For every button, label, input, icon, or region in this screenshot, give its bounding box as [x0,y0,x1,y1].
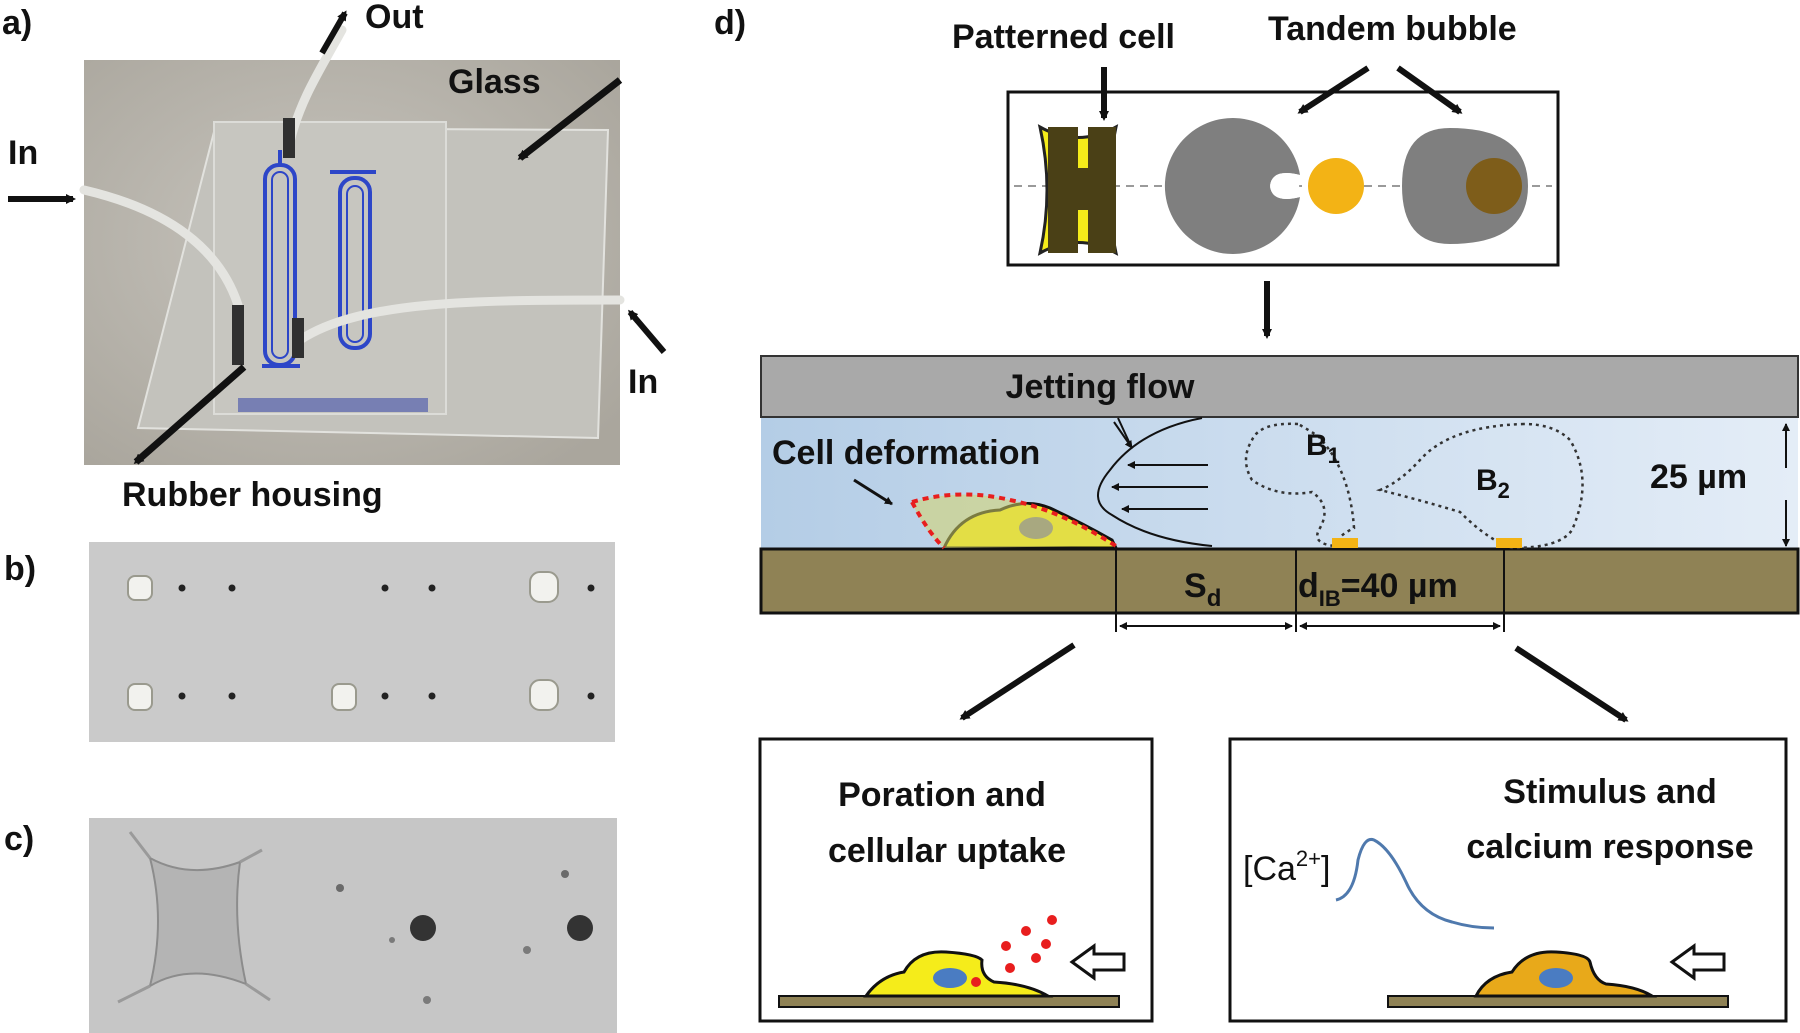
stimulated-nucleus [1539,968,1573,988]
bubble-b2 [1375,422,1584,550]
poration-substrate [778,995,1120,1008]
b1-label: B1 [1306,429,1340,468]
device-photo [79,25,625,465]
tandem-arrow-left [1297,65,1370,115]
patterned-spots [127,571,595,711]
poration-title-line2: cellular uptake [828,832,1066,870]
jetting-flow-label: Jetting flow [1006,368,1195,406]
substrate [759,547,1800,615]
panel-a: a) [2,0,667,514]
panel-c: c) [4,818,617,1033]
tandem-bubble-label: Tandem bubble [1268,10,1517,48]
panel-d: d) Patterned cell Tandem bubble Jetting … [714,4,1800,1023]
panel-a-label: a) [2,4,32,42]
deformation-arrow [853,478,893,506]
pdms-block [213,121,447,415]
patterned-cell-image [117,831,271,1004]
bubble-sites [336,870,593,1004]
in-left-label: In [8,134,38,172]
connector-top [283,118,295,158]
patterned-cell-top [1037,124,1119,256]
connector-left [232,305,244,365]
microchannel-1 [262,150,300,368]
out-label: Out [365,0,424,36]
rubber-housing-label: Rubber housing [122,476,383,514]
calcium-label: [Ca2+] [1243,846,1330,888]
bubble-pair-first [1164,117,1364,255]
deformed-cell [910,492,1119,550]
poration-title-line1: Poration and [838,776,1046,814]
glass-label: Glass [448,63,541,101]
stimulus-substrate [1387,995,1729,1008]
stimulus-title-line1: Stimulus and [1503,773,1716,811]
stimulus-box: Stimulus and calcium response [Ca2+] [1228,737,1788,1023]
stimulus-arrow [1514,645,1629,723]
flow-direction-icon-left [1069,943,1126,981]
in-right-label: In [628,363,658,401]
b1-electrode [1332,538,1358,548]
flow-direction-icon-right [1669,943,1726,981]
porated-nucleus [933,968,967,988]
glass-arrow [517,77,623,161]
poration-arrow [959,642,1076,721]
in-right-arrow [627,309,667,354]
tandem-arrow-right [1396,65,1463,115]
dib-label: dIB=40 µm [1298,567,1458,611]
jetting-flow-bar [760,355,1799,418]
b2-electrode [1496,538,1522,548]
panel-d-label: d) [714,4,746,42]
panel-c-label: c) [4,820,34,858]
uptake-particles [971,915,1057,987]
patterned-cell-label: Patterned cell [952,18,1175,56]
microchannel-2 [330,170,376,350]
stimulus-title-line2: calcium response [1466,828,1753,866]
poration-box: Poration and cellular uptake [758,737,1154,1023]
panel-b: b) [4,542,615,742]
bubble-pair-second [1402,128,1528,244]
panel-b-label: b) [4,550,36,588]
calcium-response-curve [1335,837,1495,930]
cell-deformation-label: Cell deformation [772,434,1040,472]
sd-label: Sd [1184,567,1221,612]
connector-right [292,318,304,358]
rubber-housing-arrow [133,364,247,465]
channel-height-label: 25 µm [1650,458,1747,496]
out-arrow [319,10,348,55]
b2-label: B2 [1476,464,1510,503]
flow-profile [1097,417,1213,547]
